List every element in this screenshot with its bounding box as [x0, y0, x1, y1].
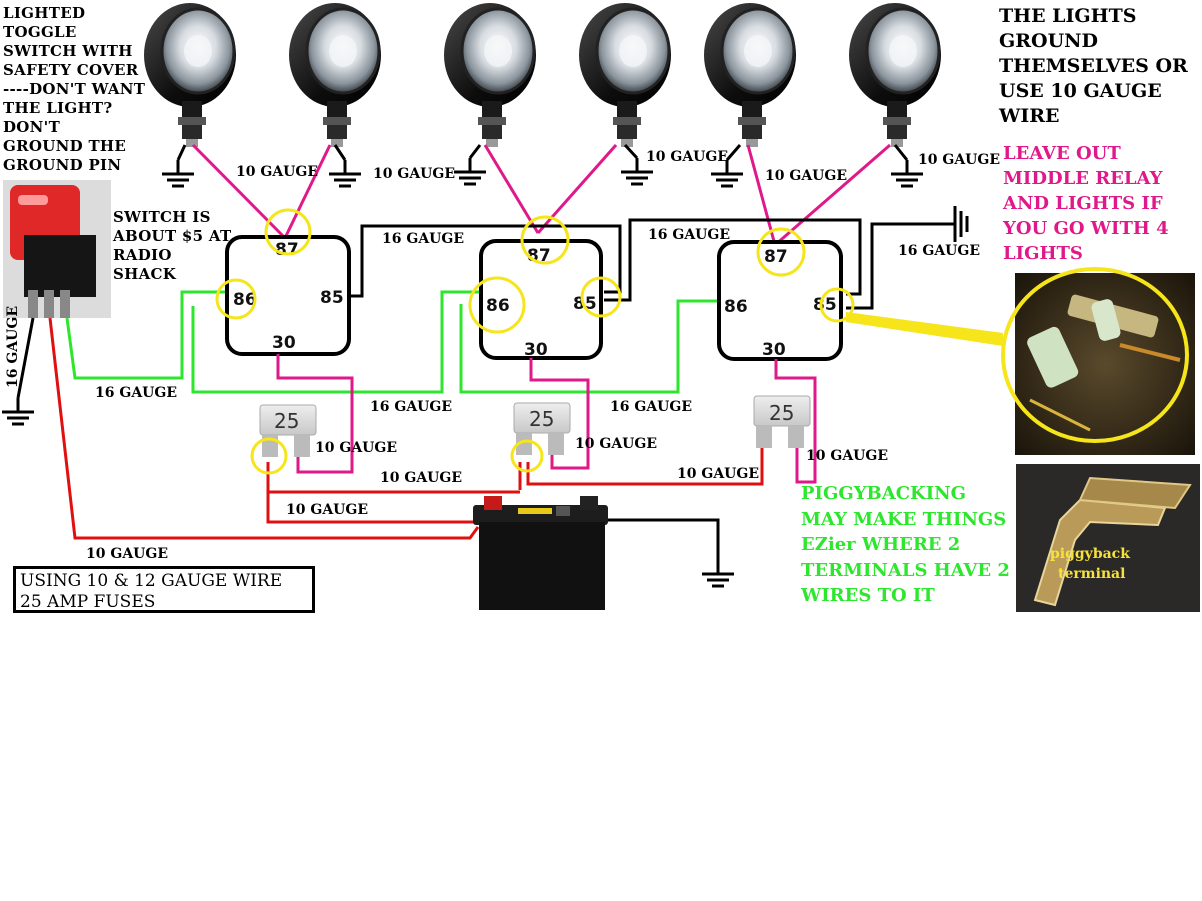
lamp-3 [442, 1, 538, 149]
battery-ground [608, 518, 736, 588]
switch-ground-wire [0, 317, 36, 426]
relay-1: 87 86 85 30 [225, 235, 351, 356]
relay-3-pin85: 85 [813, 295, 837, 315]
label-16g-ground: 16 GAUGE [898, 243, 980, 259]
fuse-1: 25 [259, 404, 317, 457]
relay-3-pin30: 30 [762, 340, 786, 360]
lamp-grounds [160, 143, 925, 188]
switch-price-note: SWITCH IS ABOUT $5 AT RADIO SHACK [113, 208, 232, 283]
relay-3: 87 86 85 30 [717, 240, 843, 361]
label-16g-switch-out: 16 GAUGE [95, 385, 177, 401]
piggyback-photo-label-1: piggyback [1050, 546, 1130, 562]
label-10g-light5: 10 GAUGE [918, 152, 1000, 168]
piggyback-note: PIGGYBACKING MAY MAKE THINGS EZier WHERE… [801, 483, 1010, 606]
relay-1-pin30: 30 [272, 333, 296, 353]
label-16g-switch-vertical: 16 GAUGE [5, 306, 21, 388]
connector-photo [1001, 267, 1195, 455]
lamp-4 [577, 1, 673, 149]
label-10g-light4: 10 GAUGE [765, 168, 847, 184]
power-wires [48, 317, 764, 540]
relay-to-fuse-wires [276, 354, 817, 484]
label-10g-bus2: 10 GAUGE [677, 466, 759, 482]
fuse-1-rating: 25 [274, 409, 299, 433]
relay-1-pin86: 86 [233, 290, 257, 310]
piggyback-terminal-photo: piggyback terminal [1016, 464, 1200, 612]
piggyback-photo-label-2: terminal [1058, 566, 1125, 582]
relay-ground-symbol [940, 206, 969, 242]
label-10g-battery: 10 GAUGE [286, 502, 368, 518]
pin-highlights [215, 208, 855, 475]
relay-ground-wires [348, 218, 940, 310]
label-10g-light2: 10 GAUGE [373, 166, 455, 182]
lamp-6 [847, 1, 943, 149]
label-16g-mid2: 16 GAUGE [610, 399, 692, 415]
wire-gauge-labels: 10 GAUGE 10 GAUGE 10 GAUGE 10 GAUGE 10 G… [5, 149, 1000, 562]
relay-3-pin86: 86 [724, 297, 748, 317]
relay-1-pin87: 87 [275, 240, 299, 260]
label-16g-mid1: 16 GAUGE [370, 399, 452, 415]
lamp-1 [142, 1, 238, 149]
label-10g-fuse3: 10 GAUGE [806, 448, 888, 464]
fuse-2-rating: 25 [529, 407, 554, 431]
lights-ground-note: THE LIGHTS GROUND THEMSELVES OR USE 10 G… [999, 5, 1188, 127]
relay-3-pin87: 87 [764, 247, 788, 267]
label-10g-fuse2: 10 GAUGE [575, 436, 657, 452]
label-10g-bus1: 10 GAUGE [380, 470, 462, 486]
fuse-3: 25 [753, 395, 811, 448]
label-16g-relay23: 16 GAUGE [648, 227, 730, 243]
fuse-3-rating: 25 [769, 401, 794, 425]
switch-trigger-wires [65, 290, 718, 394]
label-10g-fuse1: 10 GAUGE [315, 440, 397, 456]
battery [473, 496, 608, 610]
label-10g-light3: 10 GAUGE [646, 149, 728, 165]
callout-connector [846, 312, 1003, 346]
switch-note: LIGHTED TOGGLE SWITCH WITH SAFETY COVER … [3, 4, 146, 174]
relay-2-pin30: 30 [524, 340, 548, 360]
relay-2-pin86: 86 [486, 296, 510, 316]
label-10g-light1: 10 GAUGE [236, 164, 318, 180]
middle-relay-note: LEAVE OUT MIDDLE RELAY AND LIGHTS IF YOU… [1003, 143, 1169, 264]
lamp-5 [702, 1, 798, 149]
toggle-switch [3, 180, 111, 318]
label-16g-relay12: 16 GAUGE [382, 231, 464, 247]
fuse-2: 25 [513, 402, 571, 455]
relay-1-pin85: 85 [320, 288, 344, 308]
wire-fuse-caption: USING 10 & 12 GAUGE WIRE 25 AMP FUSES [13, 566, 315, 613]
lamp-2 [287, 1, 383, 149]
label-10g-switch-power: 10 GAUGE [86, 546, 168, 562]
